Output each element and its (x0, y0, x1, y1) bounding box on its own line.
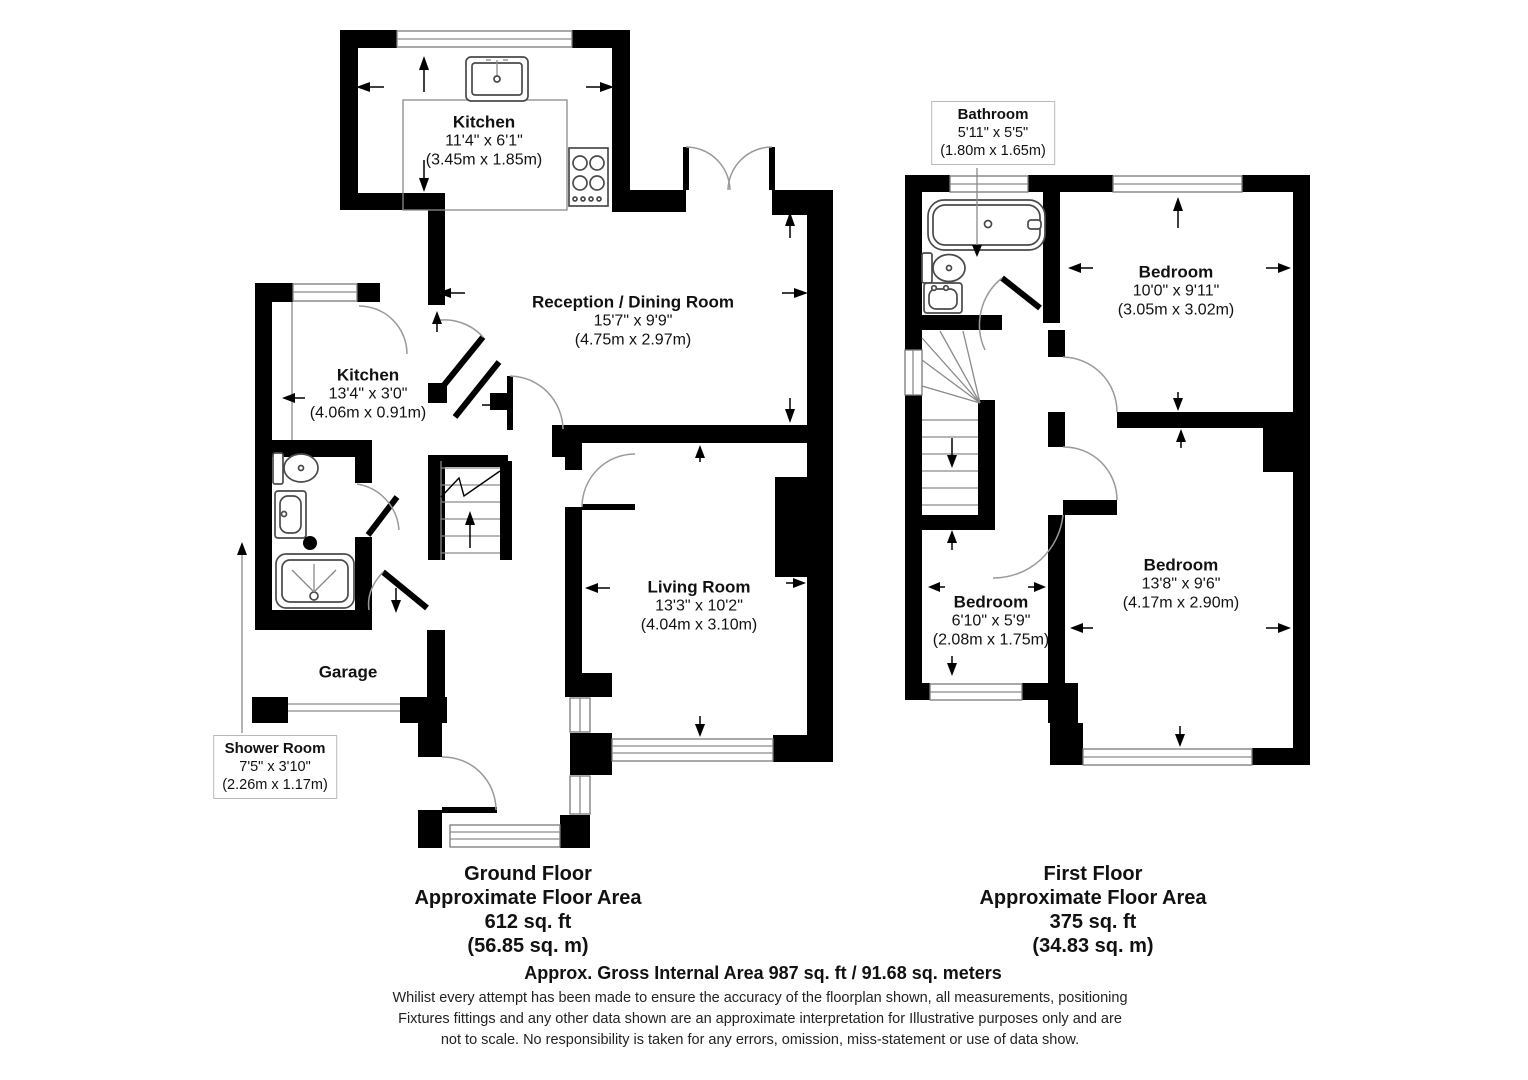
disclaimer-line: not to scale. No responsibility is taken… (440, 1032, 1080, 1048)
room-dims-imperial: 6'10" x 5'9" (951, 612, 1031, 630)
gross-internal-area: Approx. Gross Internal Area 987 sq. ft /… (524, 963, 1002, 983)
room-label-bedroom-2: Bedroom 6'10" x 5'9" (2.08m x 1.75m) (933, 593, 1049, 650)
ground-floor-windows (288, 30, 774, 848)
room-label-bedroom-3: Bedroom 13'8" x 9'6" (4.17m x 2.90m) (1123, 556, 1239, 613)
room-dims-metric: (4.06m x 0.91m) (309, 404, 427, 422)
room-dims-imperial: 13'4" x 3'0" (328, 385, 408, 403)
shower-room-fixtures (272, 452, 355, 609)
room-dims-metric: (4.04m x 3.10m) (640, 616, 758, 634)
caption-subtitle: Approximate Floor Area (414, 887, 642, 909)
first-floor-stairs (921, 330, 981, 506)
ground-floor-caption: Ground Floor Approximate Floor Area 612 … (414, 862, 641, 958)
hob-icon (568, 147, 609, 207)
room-dims-imperial: 10'0" x 9'11" (1132, 282, 1220, 300)
sink-icon (465, 56, 529, 102)
caption-area-metric: (34.83 sq. m) (1032, 935, 1154, 957)
room-label-reception: Reception / Dining Room 15'7" x 9'9" (4.… (532, 293, 734, 350)
room-name: Bedroom (1138, 262, 1214, 282)
ground-floor-arrows (282, 56, 808, 737)
ground-floor-stairs (440, 461, 501, 560)
ground-floor-doors (356, 146, 775, 813)
disclaimer: Whilist every attempt has been made to e… (392, 988, 1127, 1051)
room-name: Bedroom (953, 592, 1029, 612)
room-label-kitchen-side: Kitchen 13'4" x 3'0" (4.06m x 0.91m) (310, 366, 426, 423)
room-dims-imperial: 13'8" x 9'6" (1141, 575, 1221, 593)
callout-shower-room: Shower Room 7'5" x 3'10" (2.26m x 1.17m) (213, 735, 337, 799)
room-dims-imperial: 13'3" x 10'2" (655, 597, 743, 615)
caption-title: Ground Floor (464, 863, 592, 885)
room-dims-metric: (3.05m x 3.02m) (1117, 301, 1235, 319)
caption-subtitle: Approximate Floor Area (979, 887, 1207, 909)
room-dims-metric: (4.17m x 2.90m) (1122, 594, 1240, 612)
room-dims-metric: (2.26m x 1.17m) (222, 777, 328, 793)
first-floor-doors (978, 275, 1118, 579)
caption-area-metric: (56.85 sq. m) (467, 935, 589, 957)
caption-area-imperial: 612 sq. ft (484, 911, 572, 933)
room-name: Reception / Dining Room (531, 292, 735, 312)
disclaimer-line: Whilist every attempt has been made to e… (392, 990, 1128, 1006)
caption-area-imperial: 375 sq. ft (1049, 911, 1137, 933)
bathroom-fixtures (921, 199, 1046, 314)
ground-floor-walls (252, 30, 833, 848)
room-name: Kitchen (452, 112, 516, 132)
room-label-bedroom-1: Bedroom 10'0" x 9'11" (3.05m x 3.02m) (1118, 263, 1234, 320)
room-dims-metric: (2.08m x 1.75m) (932, 631, 1050, 649)
room-dims-metric: (1.80m x 1.65m) (940, 143, 1046, 159)
room-dims-imperial: 15'7" x 9'9" (593, 312, 673, 330)
room-dims-metric: (3.45m x 1.85m) (425, 151, 543, 169)
first-floor-arrows (928, 197, 1291, 747)
room-name: Bathroom (957, 106, 1029, 123)
callout-bathroom: Bathroom 5'11" x 5'5" (1.80m x 1.65m) (931, 101, 1055, 165)
callout-leader-lines (237, 168, 982, 733)
room-name: Bedroom (1143, 555, 1219, 575)
room-name: Living Room (647, 577, 751, 597)
room-label-kitchen-top: Kitchen 11'4" x 6'1" (3.45m x 1.85m) (426, 113, 542, 170)
room-dims-imperial: 5'11" x 5'5" (957, 125, 1029, 141)
first-floor-caption: First Floor Approximate Floor Area 375 s… (979, 862, 1206, 958)
first-floor-walls (905, 175, 1310, 765)
first-floor-windows (904, 175, 1253, 766)
room-dims-imperial: 11'4" x 6'1" (445, 132, 523, 150)
room-name: Garage (318, 662, 378, 682)
room-dims-metric: (4.75m x 2.97m) (574, 331, 692, 349)
caption-title: First Floor (1043, 863, 1143, 885)
room-dims-imperial: 7'5" x 3'10" (239, 759, 311, 775)
room-label-garage: Garage (319, 663, 378, 682)
room-name: Kitchen (336, 365, 400, 385)
room-name: Shower Room (224, 740, 326, 757)
disclaimer-line: Fixtures fittings and any other data sho… (398, 1011, 1122, 1027)
room-label-living-room: Living Room 13'3" x 10'2" (4.04m x 3.10m… (641, 578, 757, 635)
